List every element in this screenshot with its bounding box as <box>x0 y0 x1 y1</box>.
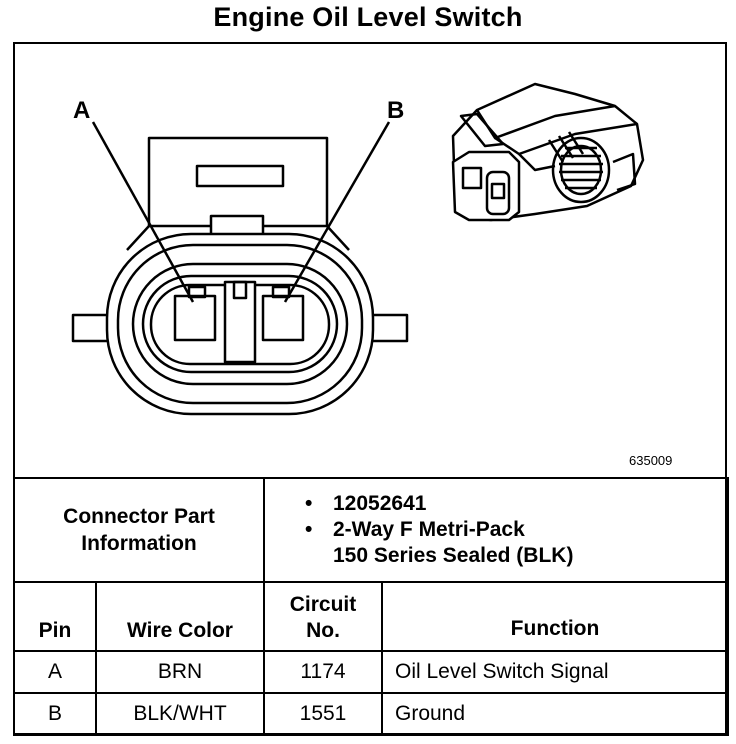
table-row: B BLK/WHT 1551 Ground <box>13 692 730 736</box>
row-wire-color: BRN <box>95 650 265 694</box>
header-function-text: Function <box>510 617 600 640</box>
header-pin: Pin <box>13 581 97 652</box>
connector-part-label: Connector Part Information <box>13 477 265 583</box>
connector-iso-view <box>451 82 645 222</box>
header-circuit: Circuit No. <box>263 581 383 652</box>
page-title: Engine Oil Level Switch <box>213 2 523 32</box>
header-wire-color: Wire Color <box>95 581 265 652</box>
pin-b-leader <box>283 121 391 303</box>
row-pin: B <box>13 692 97 736</box>
row-wire-color: BLK/WHT <box>95 692 265 736</box>
pin-a-leader <box>91 121 195 303</box>
row-circuit: 1551 <box>263 692 383 736</box>
header-circuit-line2: No. <box>306 619 340 642</box>
part-description-line1: 2-Way F Metri-Pack <box>333 518 525 541</box>
connector-part-details: 12052641 2-Way F Metri-Pack 150 Series S… <box>262 477 730 583</box>
connector-part-label-line1: Connector Part <box>63 505 215 528</box>
pin-b-callout: B <box>387 97 404 124</box>
table-header-row: Pin Wire Color Circuit No. Function <box>13 581 730 652</box>
table-row: A BRN 1174 Oil Level Switch Signal <box>13 650 730 694</box>
header-function: Function <box>380 581 730 652</box>
figure-id: 635009 <box>629 453 673 468</box>
part-description: 2-Way F Metri-Pack 150 Series Sealed (BL… <box>305 517 727 569</box>
row-function: Oil Level Switch Signal <box>380 650 730 694</box>
connector-diagram: A B <box>71 82 645 416</box>
pin-a-callout: A <box>73 97 90 124</box>
header-wire-color-text: Wire Color <box>127 619 233 642</box>
connector-part-label-line2: Information <box>81 532 197 555</box>
row-pin: A <box>13 650 97 694</box>
row-function: Ground <box>380 692 730 736</box>
part-description-line2: 150 Series Sealed (BLK) <box>333 544 574 567</box>
header-circuit-line1: Circuit <box>289 593 357 616</box>
connector-info-table: Connector Part Information 12052641 2-Wa… <box>13 477 730 736</box>
header-pin-text: Pin <box>38 619 72 642</box>
row-circuit: 1174 <box>263 650 383 694</box>
connector-face-view <box>71 136 409 416</box>
part-number: 12052641 <box>305 491 727 517</box>
connector-part-row: Connector Part Information 12052641 2-Wa… <box>13 477 730 583</box>
